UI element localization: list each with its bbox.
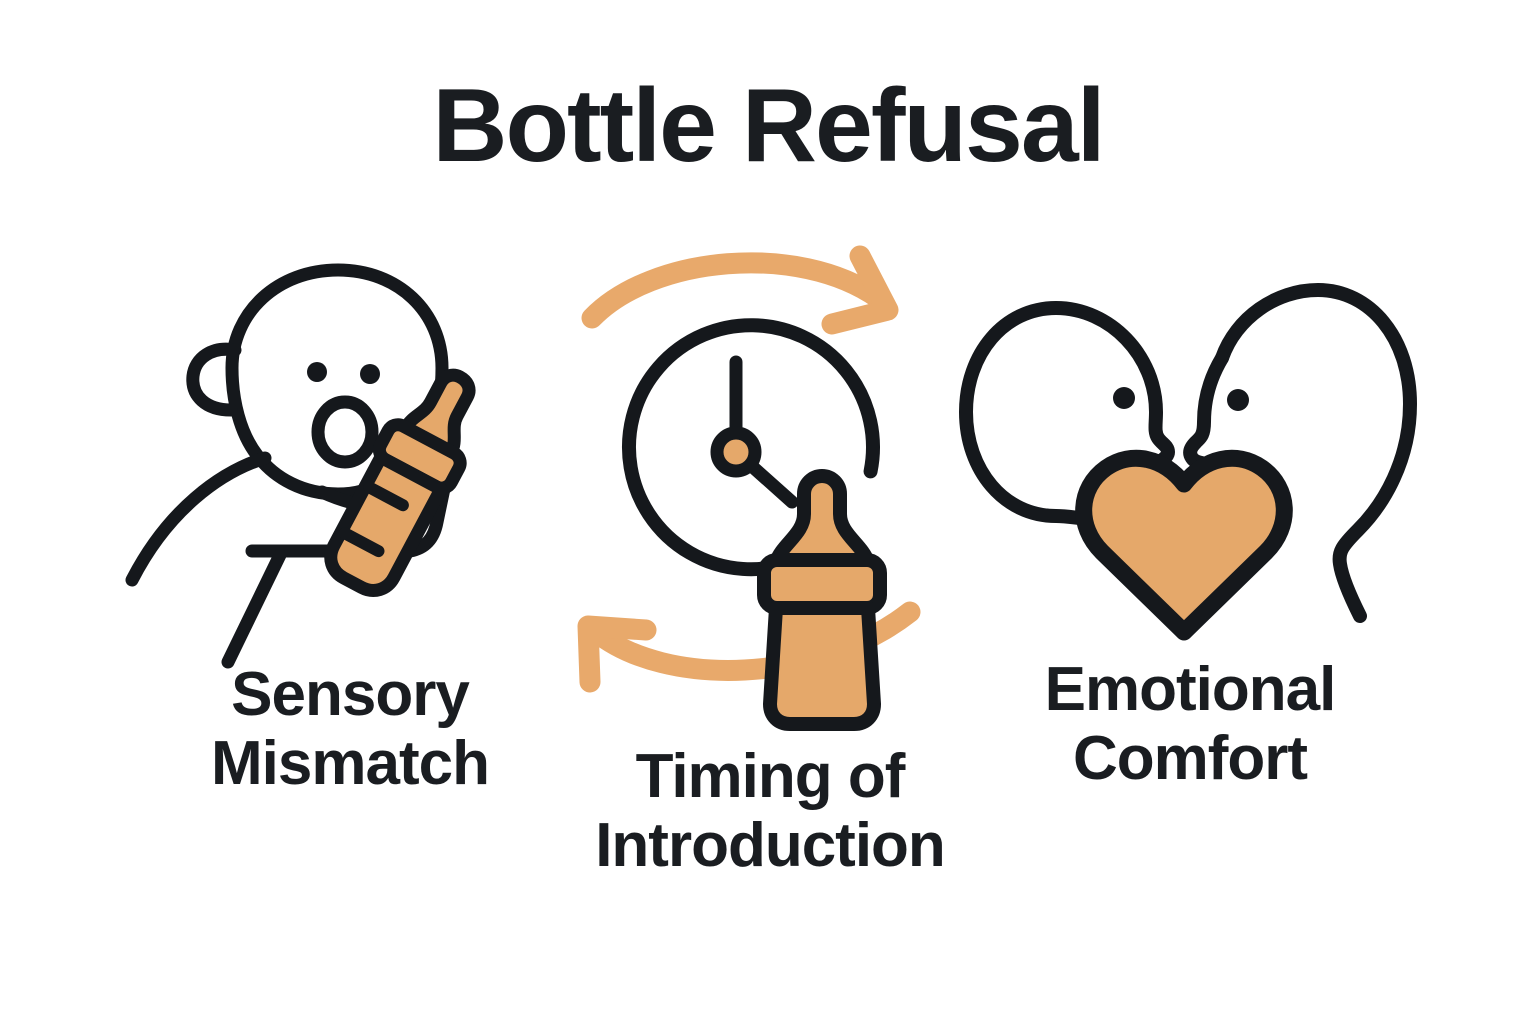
parent-profile-eye-icon — [1227, 389, 1249, 411]
bottle-measure-mark-1 — [363, 481, 409, 512]
bottle-nipple-icon — [769, 469, 875, 569]
clock-ring — [622, 318, 880, 577]
panel-label-timing-of-introduction: Timing of Introduction — [595, 742, 946, 881]
baby-right-eye-icon — [360, 364, 380, 384]
baby-leg-line — [221, 548, 287, 669]
panel-label-sensory-mismatch: Sensory Mismatch — [211, 660, 490, 799]
bottle-body-icon — [763, 601, 881, 731]
bottle-collar-icon — [757, 553, 887, 615]
baby-ear-icon — [186, 342, 242, 417]
parent-and-baby-with-heart-icon — [959, 283, 1417, 641]
clock-center-pivot — [710, 426, 762, 478]
bottle-body-icon — [324, 450, 448, 597]
baby-open-mouth-icon — [311, 395, 379, 469]
panel-timing-of-introduction — [560, 240, 980, 731]
baby-bottle-tilted — [324, 368, 476, 597]
panel-sensory-mismatch — [90, 250, 610, 669]
page-title: Bottle Refusal — [432, 68, 1105, 184]
baby-shoulder-line — [125, 451, 272, 587]
baby-left-eye-icon — [307, 362, 327, 382]
panel-emotional-comfort — [959, 280, 1420, 641]
rotation-arrow-top — [581, 245, 899, 335]
baby-refusing-bottle-icon — [125, 263, 476, 669]
panel-label-emotional-comfort: Emotional Comfort — [1044, 655, 1337, 794]
clock-with-bottle-cycle-icon — [577, 245, 921, 731]
heart-icon — [1075, 449, 1293, 641]
baby-bottle-upright — [757, 469, 887, 731]
parent-profile-head-outline — [1215, 283, 1417, 623]
baby-profile-eye-icon — [1113, 387, 1135, 409]
bottle-measure-mark-2 — [338, 527, 385, 558]
